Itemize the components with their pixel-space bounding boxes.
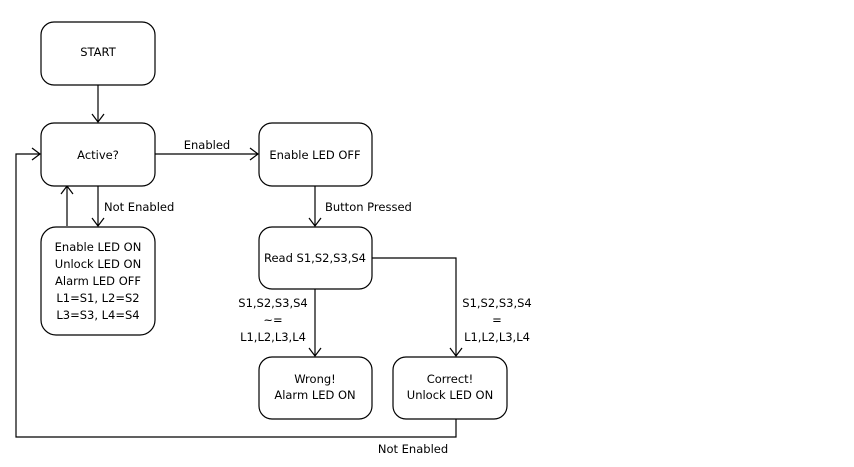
node-init-line-2: Unlock LED ON: [55, 257, 141, 271]
node-correct-line-1: Correct!: [427, 372, 474, 386]
node-enable-off-label: Enable LED OFF: [269, 148, 360, 162]
edge-label-not-enabled: Not Enabled: [104, 200, 174, 214]
arrowhead: [91, 217, 105, 227]
edge-label-mismatch-line-1: S1,S2,S3,S4: [238, 296, 307, 310]
node-init-line-5: L3=S3, L4=S4: [56, 308, 139, 322]
node-read-box: [258, 226, 373, 290]
node-active: Active?: [40, 122, 156, 187]
node-enable-off: Enable LED OFF: [258, 122, 373, 187]
node-wrong-line-1: Wrong!: [294, 372, 336, 386]
node-wrong-line-2: Alarm LED ON: [274, 388, 355, 402]
arrowhead: [91, 113, 105, 123]
edge-label-match-line-1: S1,S2,S3,S4: [462, 296, 531, 310]
edge-label-match-line-3: L1,L2,L3,L4: [464, 330, 530, 344]
node-start-box: [40, 21, 156, 86]
arrowhead: [308, 217, 322, 227]
edge-labels: Enabled Not Enabled Button Pressed S1,S2…: [104, 138, 532, 456]
node-wrong: Wrong! Alarm LED ON: [258, 356, 373, 420]
node-init: Enable LED ON Unlock LED ON Alarm LED OF…: [40, 226, 156, 336]
arrowhead: [308, 347, 322, 357]
edge-label-mismatch-line-3: L1,L2,L3,L4: [240, 330, 306, 344]
node-init-line-4: L1=S1, L2=S2: [56, 291, 139, 305]
node-start: START: [40, 21, 156, 86]
edge-read-to-correct: [372, 257, 457, 356]
node-wrong-box: [258, 356, 373, 420]
node-active-label: Active?: [77, 148, 119, 162]
node-init-box: [40, 226, 156, 336]
node-read-label: Read S1,S2,S3,S4: [264, 251, 366, 265]
node-active-box: [40, 122, 156, 187]
arrowhead: [31, 147, 41, 161]
arrowhead: [249, 147, 259, 161]
node-init-line-3: Alarm LED OFF: [55, 274, 141, 288]
node-correct: Correct! Unlock LED ON: [392, 356, 508, 420]
edge-label-match-line-2: =: [492, 313, 502, 327]
arrowhead: [449, 347, 463, 357]
edge-loop-back: [15, 153, 457, 438]
node-read: Read S1,S2,S3,S4: [258, 226, 373, 290]
node-correct-box: [392, 356, 508, 420]
edge-label-enabled: Enabled: [184, 138, 230, 152]
node-init-line-1: Enable LED ON: [55, 240, 142, 254]
node-correct-line-2: Unlock LED ON: [407, 388, 493, 402]
connectors: [15, 85, 463, 438]
node-enable-off-box: [258, 122, 373, 187]
node-start-label: START: [80, 45, 116, 59]
edge-label-not-enabled-bottom: Not Enabled: [378, 442, 448, 456]
edge-label-button-pressed: Button Pressed: [325, 200, 412, 214]
edge-label-mismatch-line-2: ~=: [263, 313, 282, 327]
